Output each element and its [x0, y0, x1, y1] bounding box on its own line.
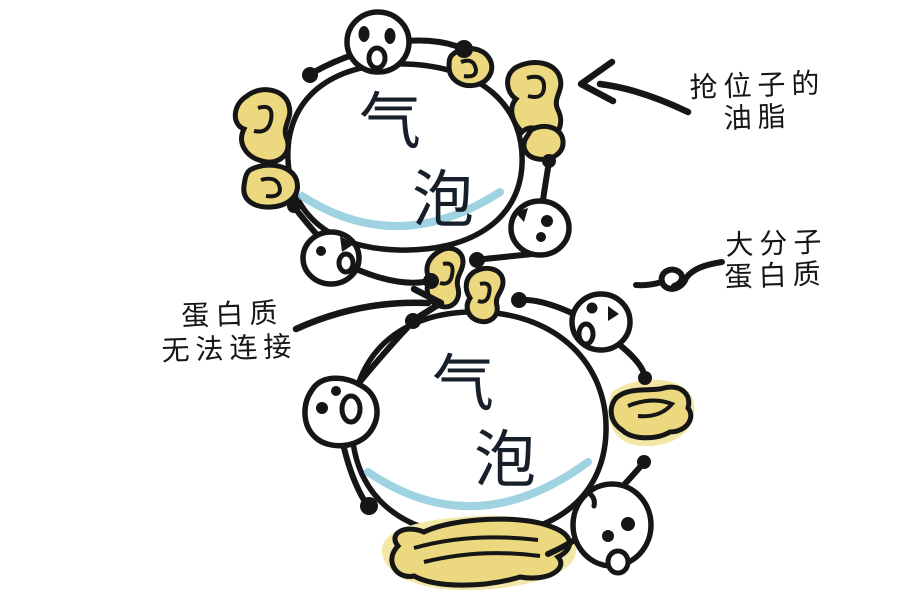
fat-icon-left-lower: [241, 162, 300, 210]
fat-icon-top-small: [446, 46, 495, 89]
label-line: 抢位子的: [689, 68, 826, 104]
fat-icon-middle: [424, 245, 506, 325]
arrow-icon-fat-grabbing: [577, 58, 692, 116]
fat-icon-left-upper: [232, 87, 293, 165]
arrow-icon-cannot-connect: [292, 285, 445, 333]
protein-icon-top: [302, 9, 473, 83]
protein-icon-left-mid: [287, 199, 439, 289]
protein-icon-bottom-left: [302, 313, 421, 515]
protein-icon-right-bottom-top: [511, 291, 652, 385]
bubble-char: 泡: [412, 163, 474, 236]
top-bubble: 气 泡: [285, 61, 525, 253]
label-line: 蛋白质: [181, 297, 284, 332]
bubble-char: 泡: [474, 423, 536, 496]
protein-icon-bottom-right: [545, 455, 654, 576]
label-line: 蛋白质: [724, 258, 827, 293]
bubble-shadow: [298, 188, 504, 230]
bubble-char: 气: [432, 347, 494, 420]
bubble-char: 气: [359, 85, 421, 158]
curl-connector-icon: [633, 259, 725, 292]
protein-icon-right-top: [469, 154, 572, 268]
label-fat-grabbing: 抢位子的 油脂: [689, 68, 826, 135]
fat-icon-right: [608, 379, 695, 447]
fat-icon-bottom: [381, 515, 577, 590]
label-line: 无法连接: [161, 331, 298, 367]
label-line: 油脂: [723, 101, 792, 134]
label-line: 大分子: [725, 226, 828, 261]
label-macromolecule: 大分子 蛋白质: [724, 226, 828, 293]
fat-icon-top-right: [505, 60, 566, 162]
bubble-shadow: [364, 458, 592, 511]
label-cannot-connect: 蛋白质 无法连接: [161, 297, 298, 367]
